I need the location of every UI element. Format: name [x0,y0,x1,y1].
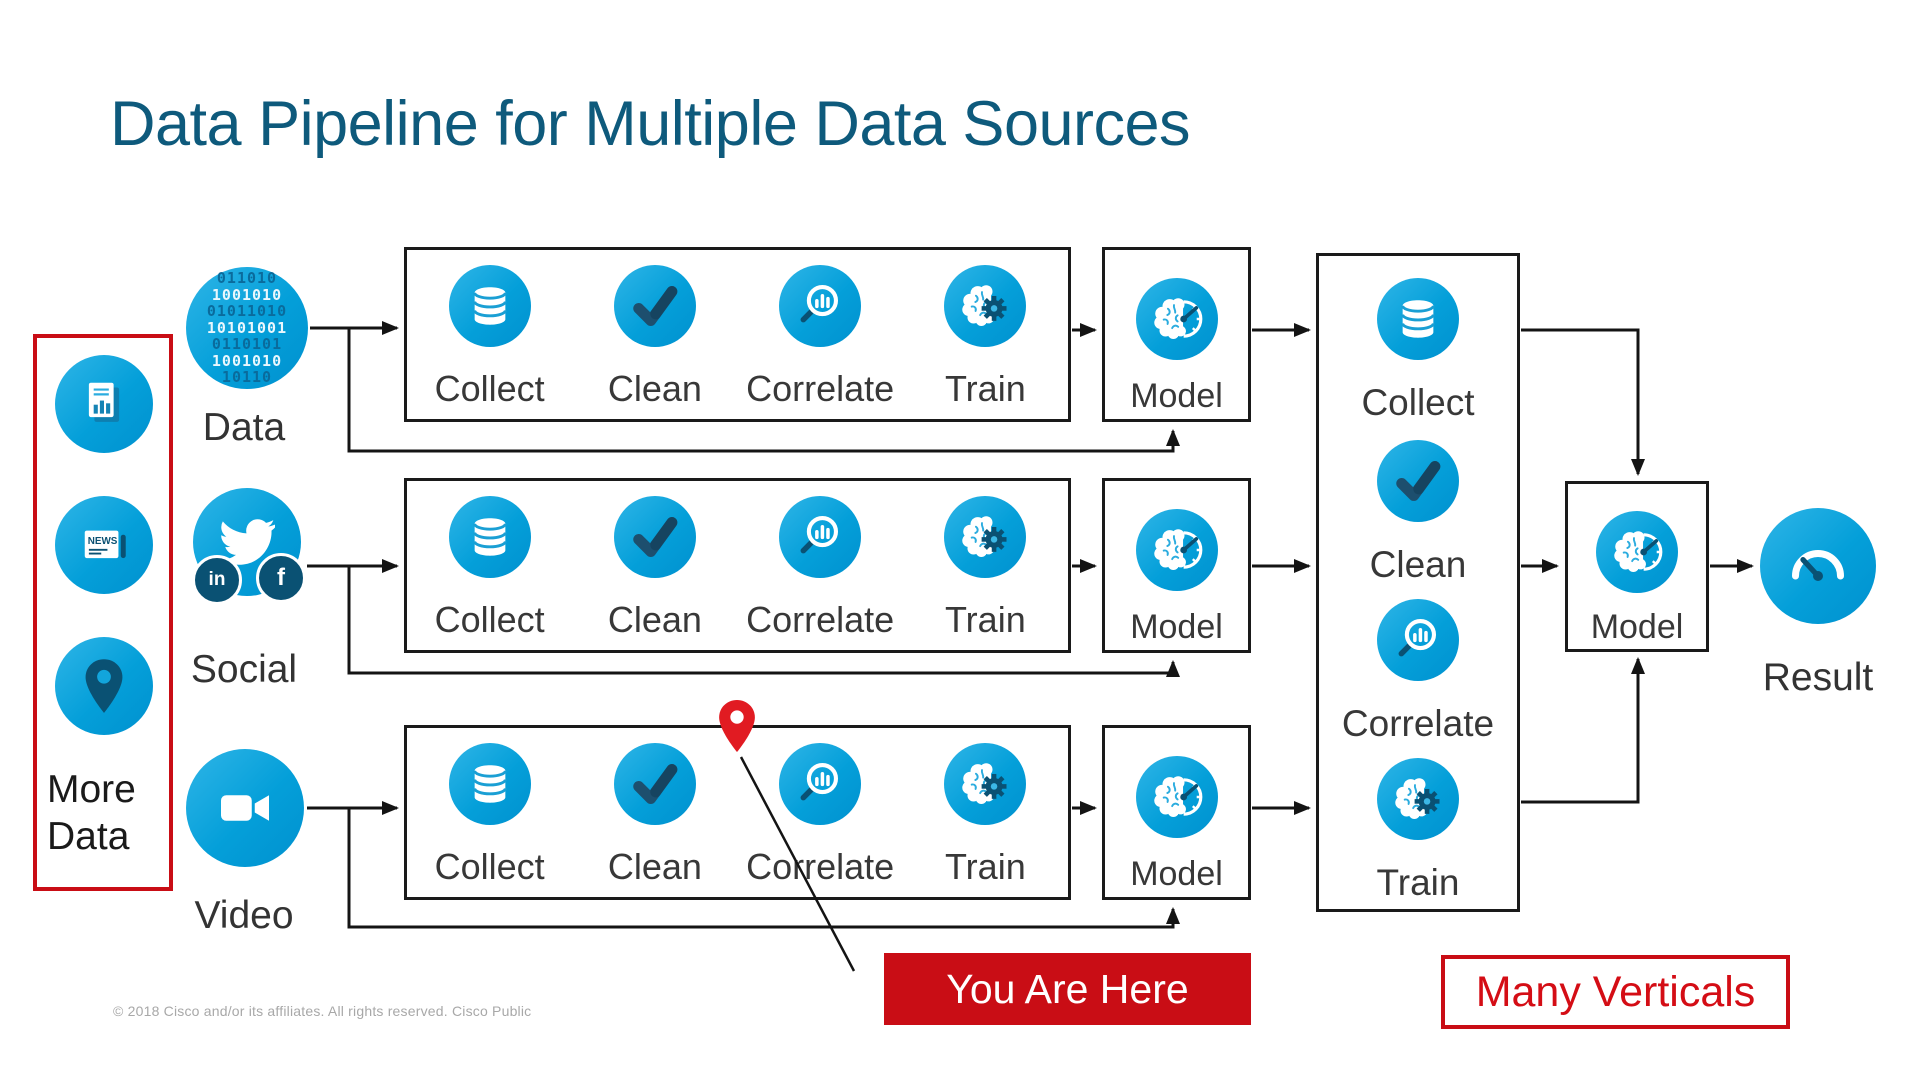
model-box-video: Model [1102,725,1251,900]
brain-gear-icon [944,743,1027,825]
database-icon [448,496,531,578]
stage-correlate: Correlate [738,250,903,419]
checkmark-icon [613,265,696,347]
stage-label: Collect [434,368,545,409]
location-pin-icon [55,637,153,735]
stage-clean: Clean [572,481,737,650]
many-verticals-callout: Many Verticals [1441,955,1790,1029]
many-verticals-label: Many Verticals [1475,967,1756,1016]
model-box-data: Model [1102,247,1251,422]
brain-gauge-icon [1135,509,1218,591]
combined-pipeline-box: Collect Clean Correlate Train [1316,253,1520,912]
brain-gauge-icon [1135,756,1218,838]
magnifier-chart-icon [779,743,862,825]
stage-train: Train [903,728,1068,897]
stage-label: Collect [434,846,545,887]
model-label: Model [1130,377,1223,415]
result-label: Result [1762,656,1874,699]
video-camera-icon [186,749,304,867]
stage-label: Collect [434,599,545,640]
stage-label: Clean [607,368,702,409]
checkmark-icon [613,496,696,578]
stage-label: Correlate [1341,703,1495,744]
stage-label: Correlate [746,368,895,409]
source-video-label: Video [194,894,294,937]
database-icon [1377,278,1459,360]
facebook-icon: f [256,553,306,603]
stage-label: Collect [1361,382,1475,423]
magnifier-chart-icon [1377,599,1459,681]
stage-label: Clean [1369,544,1467,585]
model-label: Model [1590,608,1684,646]
brain-gear-icon [1377,758,1459,840]
stage-correlate: Correlate [738,481,903,650]
copyright-text: © 2018 Cisco and/or its affiliates. All … [113,1003,532,1019]
stage-label: Train [945,846,1026,887]
stage-label: Train [1376,862,1460,903]
linkedin-icon: in [192,555,242,605]
source-data-label: Data [202,406,286,449]
more-data-label: More Data [47,768,136,858]
final-model-box: Model [1565,481,1709,652]
stage-label: Clean [607,846,702,887]
checkmark-icon [1377,440,1459,522]
model-label: Model [1130,855,1223,893]
stage-label: Correlate [746,846,895,887]
stage-collect: Collect [407,481,572,650]
stage-label: Train [945,368,1026,409]
source-social-label: Social [190,648,298,691]
binary-data-icon: 011010 1001010 01011010 10101001 0110101… [186,267,308,389]
database-icon [448,265,531,347]
stage-train: Train [903,481,1068,650]
brain-gear-icon [944,265,1027,347]
you-are-here-pin-icon [705,688,769,764]
stage-clean: Clean [572,250,737,419]
stage-clean: Clean [1319,440,1517,586]
magnifier-chart-icon [779,265,862,347]
brain-gauge-icon [1135,278,1218,360]
brain-gauge-icon [1596,511,1678,593]
news-icon [55,496,153,594]
stage-collect: Collect [407,250,572,419]
you-are-here-label: You Are Here [946,965,1189,1012]
checkmark-icon [613,743,696,825]
result-gauge-icon [1760,508,1876,624]
binary-pattern: 011010 1001010 01011010 10101001 0110101… [206,269,288,387]
stage-label: Correlate [746,599,895,640]
report-icon [55,355,153,453]
stage-collect: Collect [407,728,572,897]
magnifier-chart-icon [779,496,862,578]
stage-label: Clean [607,599,702,640]
brain-gear-icon [944,496,1027,578]
stage-collect: Collect [1319,278,1517,424]
pipeline-row-social: Collect Clean Correlate Train [404,478,1071,653]
pipeline-row-data: Collect Clean Correlate Train [404,247,1071,422]
model-box-social: Model [1102,478,1251,653]
stage-correlate: Correlate [1319,599,1517,745]
model-label: Model [1130,608,1223,646]
stage-train: Train [903,250,1068,419]
page-title: Data Pipeline for Multiple Data Sources [110,89,1191,159]
database-icon [448,743,531,825]
you-are-here-callout: You Are Here [884,953,1251,1025]
stage-train: Train [1319,758,1517,904]
stage-label: Train [945,599,1026,640]
